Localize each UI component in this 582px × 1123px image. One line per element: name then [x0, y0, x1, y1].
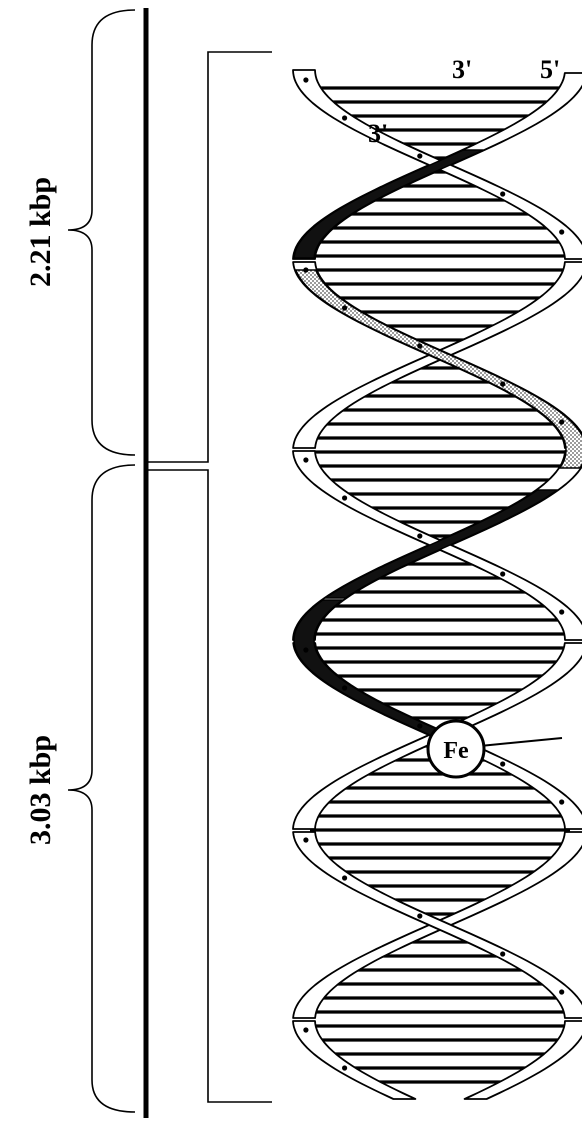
phosphate-dot [500, 761, 505, 766]
end-label-3-prime-top: 3' [452, 55, 472, 84]
segment-label-2-21: 2.21 kbp [24, 177, 57, 287]
end-label-3-prime-inner: 3' [368, 119, 388, 148]
phosphate-dot [559, 799, 564, 804]
segment-label-3-03: 3.03 kbp [24, 735, 57, 845]
phosphate-dot [500, 381, 505, 386]
phosphate-dot [500, 191, 505, 196]
phosphate-dot [342, 1065, 347, 1070]
phosphate-dot [303, 457, 308, 462]
phosphate-dot [342, 495, 347, 500]
phosphate-dot [559, 419, 564, 424]
strand-b-front [293, 1021, 415, 1099]
phosphate-dot [559, 229, 564, 234]
bracket-lower [146, 470, 272, 1102]
phosphate-dot [417, 533, 422, 538]
phosphate-dot [559, 609, 564, 614]
phosphate-dot [303, 267, 308, 272]
phosphate-dot [417, 343, 422, 348]
fe-label: Fe [443, 738, 469, 764]
phosphate-dot [303, 77, 308, 82]
phosphate-dot [500, 951, 505, 956]
phosphate-dot [417, 153, 422, 158]
phosphate-dot [303, 837, 308, 842]
phosphate-dot [417, 913, 422, 918]
brace-2-21-kbp [68, 10, 135, 455]
phosphate-dot [303, 1027, 308, 1032]
phosphate-dot [342, 875, 347, 880]
phosphate-dot [303, 647, 308, 652]
phosphate-dot [417, 723, 422, 728]
end-label-5-prime-top: 5' [540, 55, 560, 84]
phosphate-dot [342, 115, 347, 120]
phosphate-dot [342, 685, 347, 690]
phosphate-dot [500, 571, 505, 576]
brace-3-03-kbp [68, 465, 135, 1112]
bracket-upper [146, 52, 272, 462]
phosphate-dot [342, 305, 347, 310]
strand-a-back [465, 1021, 582, 1099]
phosphate-dot [559, 989, 564, 994]
strand-a-front [293, 832, 582, 1018]
fe-tether [480, 738, 562, 746]
